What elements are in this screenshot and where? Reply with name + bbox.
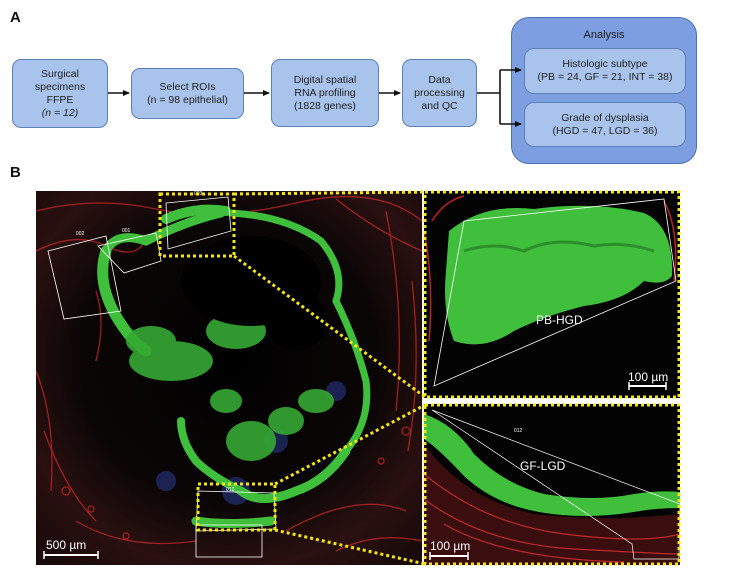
roi-id-003: 003: [194, 191, 203, 197]
zoom-bottom-scale-label: 100 µm: [430, 539, 470, 553]
zoom-bottom-micrograph: 012 GF-LGD 100 µm: [424, 404, 680, 565]
step-line: (n = 98 epithelial): [147, 93, 228, 106]
zoom-bottom-image: 012 GF-LGD 100 µm: [424, 404, 680, 565]
step-line: (1828 genes): [294, 99, 356, 112]
analysis-title: Analysis: [583, 29, 625, 41]
roi-id-001: 001: [122, 228, 131, 234]
step-digital-spatial-profiling: Digital spatial RNA profiling (1828 gene…: [271, 59, 379, 127]
analysis-line: (PB = 24, GF = 21, INT = 38): [537, 71, 673, 83]
step-line: Digital spatial: [293, 73, 357, 86]
step-line: (n = 12): [41, 106, 79, 119]
step-line: processing: [414, 86, 465, 99]
step-select-rois: Select ROIs (n = 98 epithelial): [131, 68, 244, 119]
step-line: Data: [428, 73, 451, 86]
overview-image: 002 001 003 012 500 µm: [36, 191, 422, 565]
roi-id-002: 002: [76, 231, 85, 237]
overview-micrograph: 002 001 003 012 500 µm: [36, 191, 422, 565]
step-line: RNA profiling: [294, 86, 356, 99]
panel-a-label: A: [10, 9, 21, 26]
step-line: and QC: [421, 99, 458, 112]
step-line: Select ROIs: [159, 80, 216, 93]
zoom-top-micrograph: PB-HGD 100 µm: [424, 191, 680, 398]
analysis-line: Grade of dysplasia: [561, 111, 649, 124]
analysis-group: Analysis Histologic subtype (PB = 24, GF…: [511, 17, 697, 164]
step-data-processing: Data processing and QC: [402, 59, 477, 127]
zoom-bottom-roi-id: 012: [514, 428, 523, 434]
overview-scale-label: 500 µm: [46, 538, 86, 552]
zoom-top-scale-label: 100 µm: [628, 370, 668, 384]
analysis-grade-of-dysplasia: Grade of dysplasia (HGD = 47, LGD = 36): [524, 102, 686, 147]
analysis-line: (HGD = 47, LGD = 36): [552, 124, 658, 137]
analysis-histologic-subtype: Histologic subtype (PB = 24, GF = 21, IN…: [524, 48, 686, 94]
step-line: FFPE: [46, 93, 74, 106]
panel-b-label: B: [10, 164, 21, 181]
step-surgical-specimens: Surgical specimens FFPE (n = 12): [12, 59, 108, 128]
step-line: specimens: [34, 80, 86, 93]
zoom-top-image: PB-HGD 100 µm: [424, 191, 680, 398]
analysis-line: Histologic subtype: [562, 58, 648, 70]
roi-id-012: 012: [226, 487, 235, 493]
step-line: Surgical: [41, 67, 79, 80]
zoom-top-label: PB-HGD: [536, 313, 583, 327]
zoom-bottom-label: GF-LGD: [520, 459, 566, 473]
